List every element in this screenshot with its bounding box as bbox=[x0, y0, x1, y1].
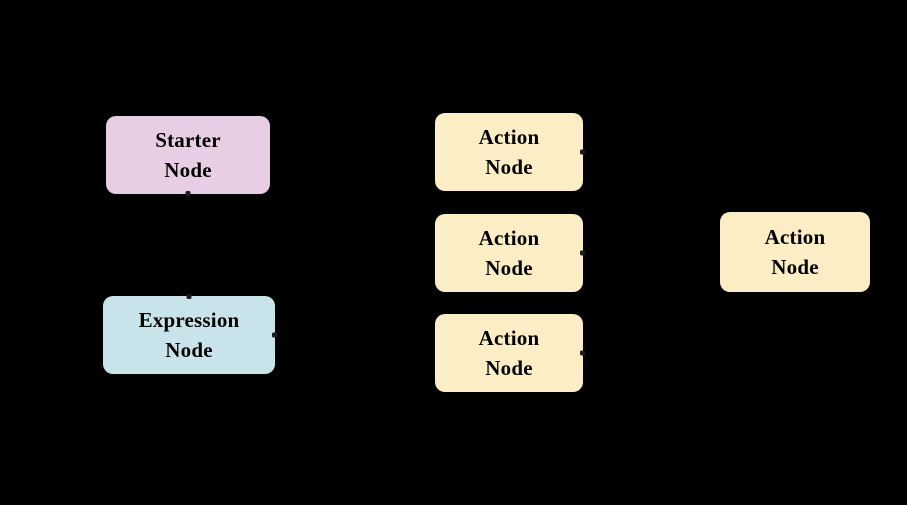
connection-handle-right[interactable] bbox=[580, 250, 585, 256]
connection-handle-right[interactable] bbox=[272, 332, 277, 338]
action-node-label: Action Node bbox=[478, 125, 540, 179]
expression-node[interactable]: Expression Node bbox=[103, 294, 277, 374]
action-node-3[interactable]: Action Node bbox=[435, 314, 585, 392]
action-node-4[interactable]: Action Node bbox=[720, 212, 870, 292]
connection-handle-bottom[interactable] bbox=[185, 191, 191, 196]
connection-handle-right[interactable] bbox=[580, 149, 585, 155]
connection-handle-right[interactable] bbox=[580, 350, 585, 356]
connection-handle-top[interactable] bbox=[186, 294, 192, 299]
expression-node-label: Expression Node bbox=[138, 308, 240, 362]
action-node-label: Action Node bbox=[478, 326, 540, 380]
action-node-2[interactable]: Action Node bbox=[435, 214, 585, 292]
starter-node[interactable]: Starter Node bbox=[106, 116, 270, 196]
action-node-label: Action Node bbox=[764, 225, 826, 279]
action-node-1[interactable]: Action Node bbox=[435, 113, 585, 191]
starter-node-label: Starter Node bbox=[155, 128, 221, 182]
action-node-label: Action Node bbox=[478, 226, 540, 280]
